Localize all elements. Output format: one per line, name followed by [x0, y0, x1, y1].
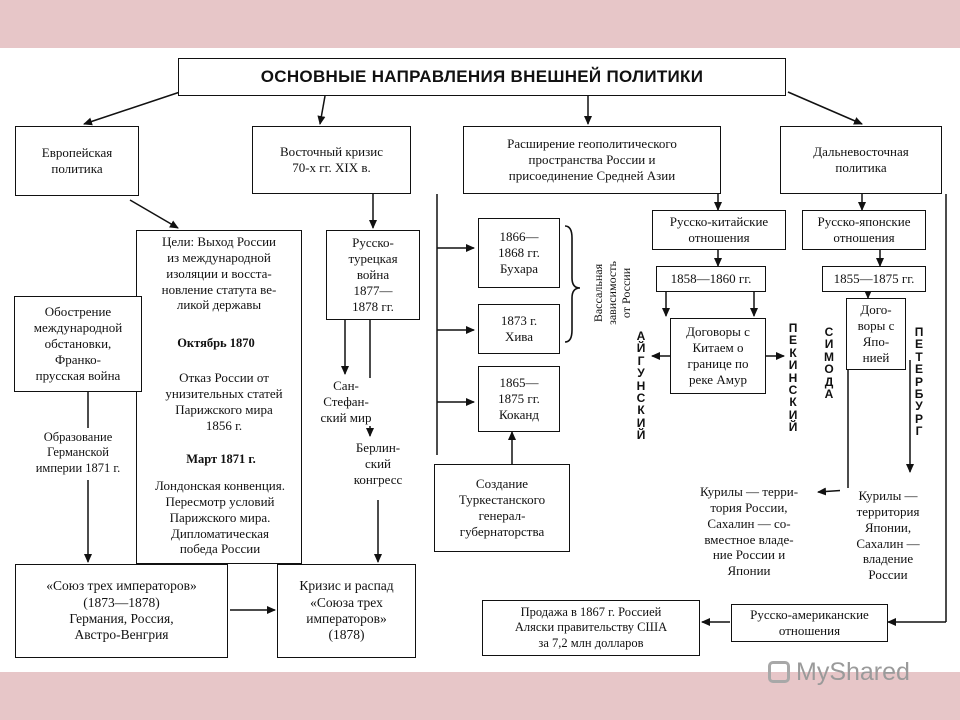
treaties-japan-box: Дого- воры с Япо- нией [846, 298, 906, 370]
peking-treaty-label: П Е К И Н С К И Й [788, 321, 798, 435]
kurils-russia-text: Курилы — терри- тория России, Сахалин — … [684, 484, 814, 580]
shimoda-treaty-label: С И М О Д А [824, 325, 834, 402]
treaties-china-box: Договоры с Китаем о границе по реке Амур [670, 318, 766, 394]
union-three-emperors-box: «Союз трех императоров» (1873—1878) Герм… [15, 564, 228, 658]
far-east-policy-box: Дальневосточная политика [780, 126, 942, 194]
khiva-box: 1873 г. Хива [478, 304, 560, 354]
petersburg-treaty-label: П Е Т Е Р Б У Р Г [914, 325, 924, 439]
eastern-crisis-box: Восточный кризис 70-х гг. XIX в. [252, 126, 411, 194]
london-convention-text: Лондонская конвенция. Пересмотр условий … [140, 478, 300, 558]
european-policy-box: Европейская политика [15, 126, 139, 196]
russo-japanese-box: Русско-японские отношения [802, 210, 926, 250]
vassal-dependency-text: Вассальная зависимость от России [591, 233, 633, 353]
aggravation-box: Обострение международной обстановки, Фра… [14, 296, 142, 392]
watermark-logo: MyShared [768, 658, 910, 687]
russo-chinese-box: Русско-китайские отношения [652, 210, 786, 250]
russo-american-box: Русско-американские отношения [731, 604, 888, 642]
march-1871-label: Март 1871 г. [166, 452, 276, 468]
expansion-box: Расширение геополитического пространства… [463, 126, 721, 194]
bukhara-box: 1866— 1868 гг. Бухара [478, 218, 560, 288]
russo-turkish-war-box: Русско- турецкая война 1877— 1878 гг. [326, 230, 420, 320]
refusal-text: Отказ России от унизительных статей Пари… [152, 370, 296, 434]
years-japanese-box: 1855—1875 гг. [822, 266, 926, 292]
union-crisis-box: Кризис и распад «Союза трех императоров»… [277, 564, 416, 658]
watermark-text: MyShared [796, 658, 910, 686]
years-chinese-box: 1858—1860 гг. [656, 266, 766, 292]
alaska-sale-box: Продажа в 1867 г. Россией Аляски правите… [482, 600, 700, 656]
kurils-japan-text: Курилы — территория Японии, Сахалин — вл… [840, 488, 936, 584]
october-1870-label: Октябрь 1870 [156, 336, 276, 352]
berlin-congress-text: Берлин- ский конгресс [340, 440, 416, 488]
turkestan-box: Создание Туркестанского генерал- губерна… [434, 464, 570, 552]
san-stefano-text: Сан- Стефан- ский мир [310, 378, 382, 426]
aigun-treaty-label: А Й Г У Н С К И Й [636, 329, 646, 443]
diagram-title: ОСНОВНЫЕ НАПРАВЛЕНИЯ ВНЕШНЕЙ ПОЛИТИКИ [178, 58, 786, 96]
watermark-icon [768, 661, 790, 683]
kokand-box: 1865— 1875 гг. Коканд [478, 366, 560, 432]
germany-formation-text: Образование Германской империи 1871 г. [20, 430, 136, 476]
